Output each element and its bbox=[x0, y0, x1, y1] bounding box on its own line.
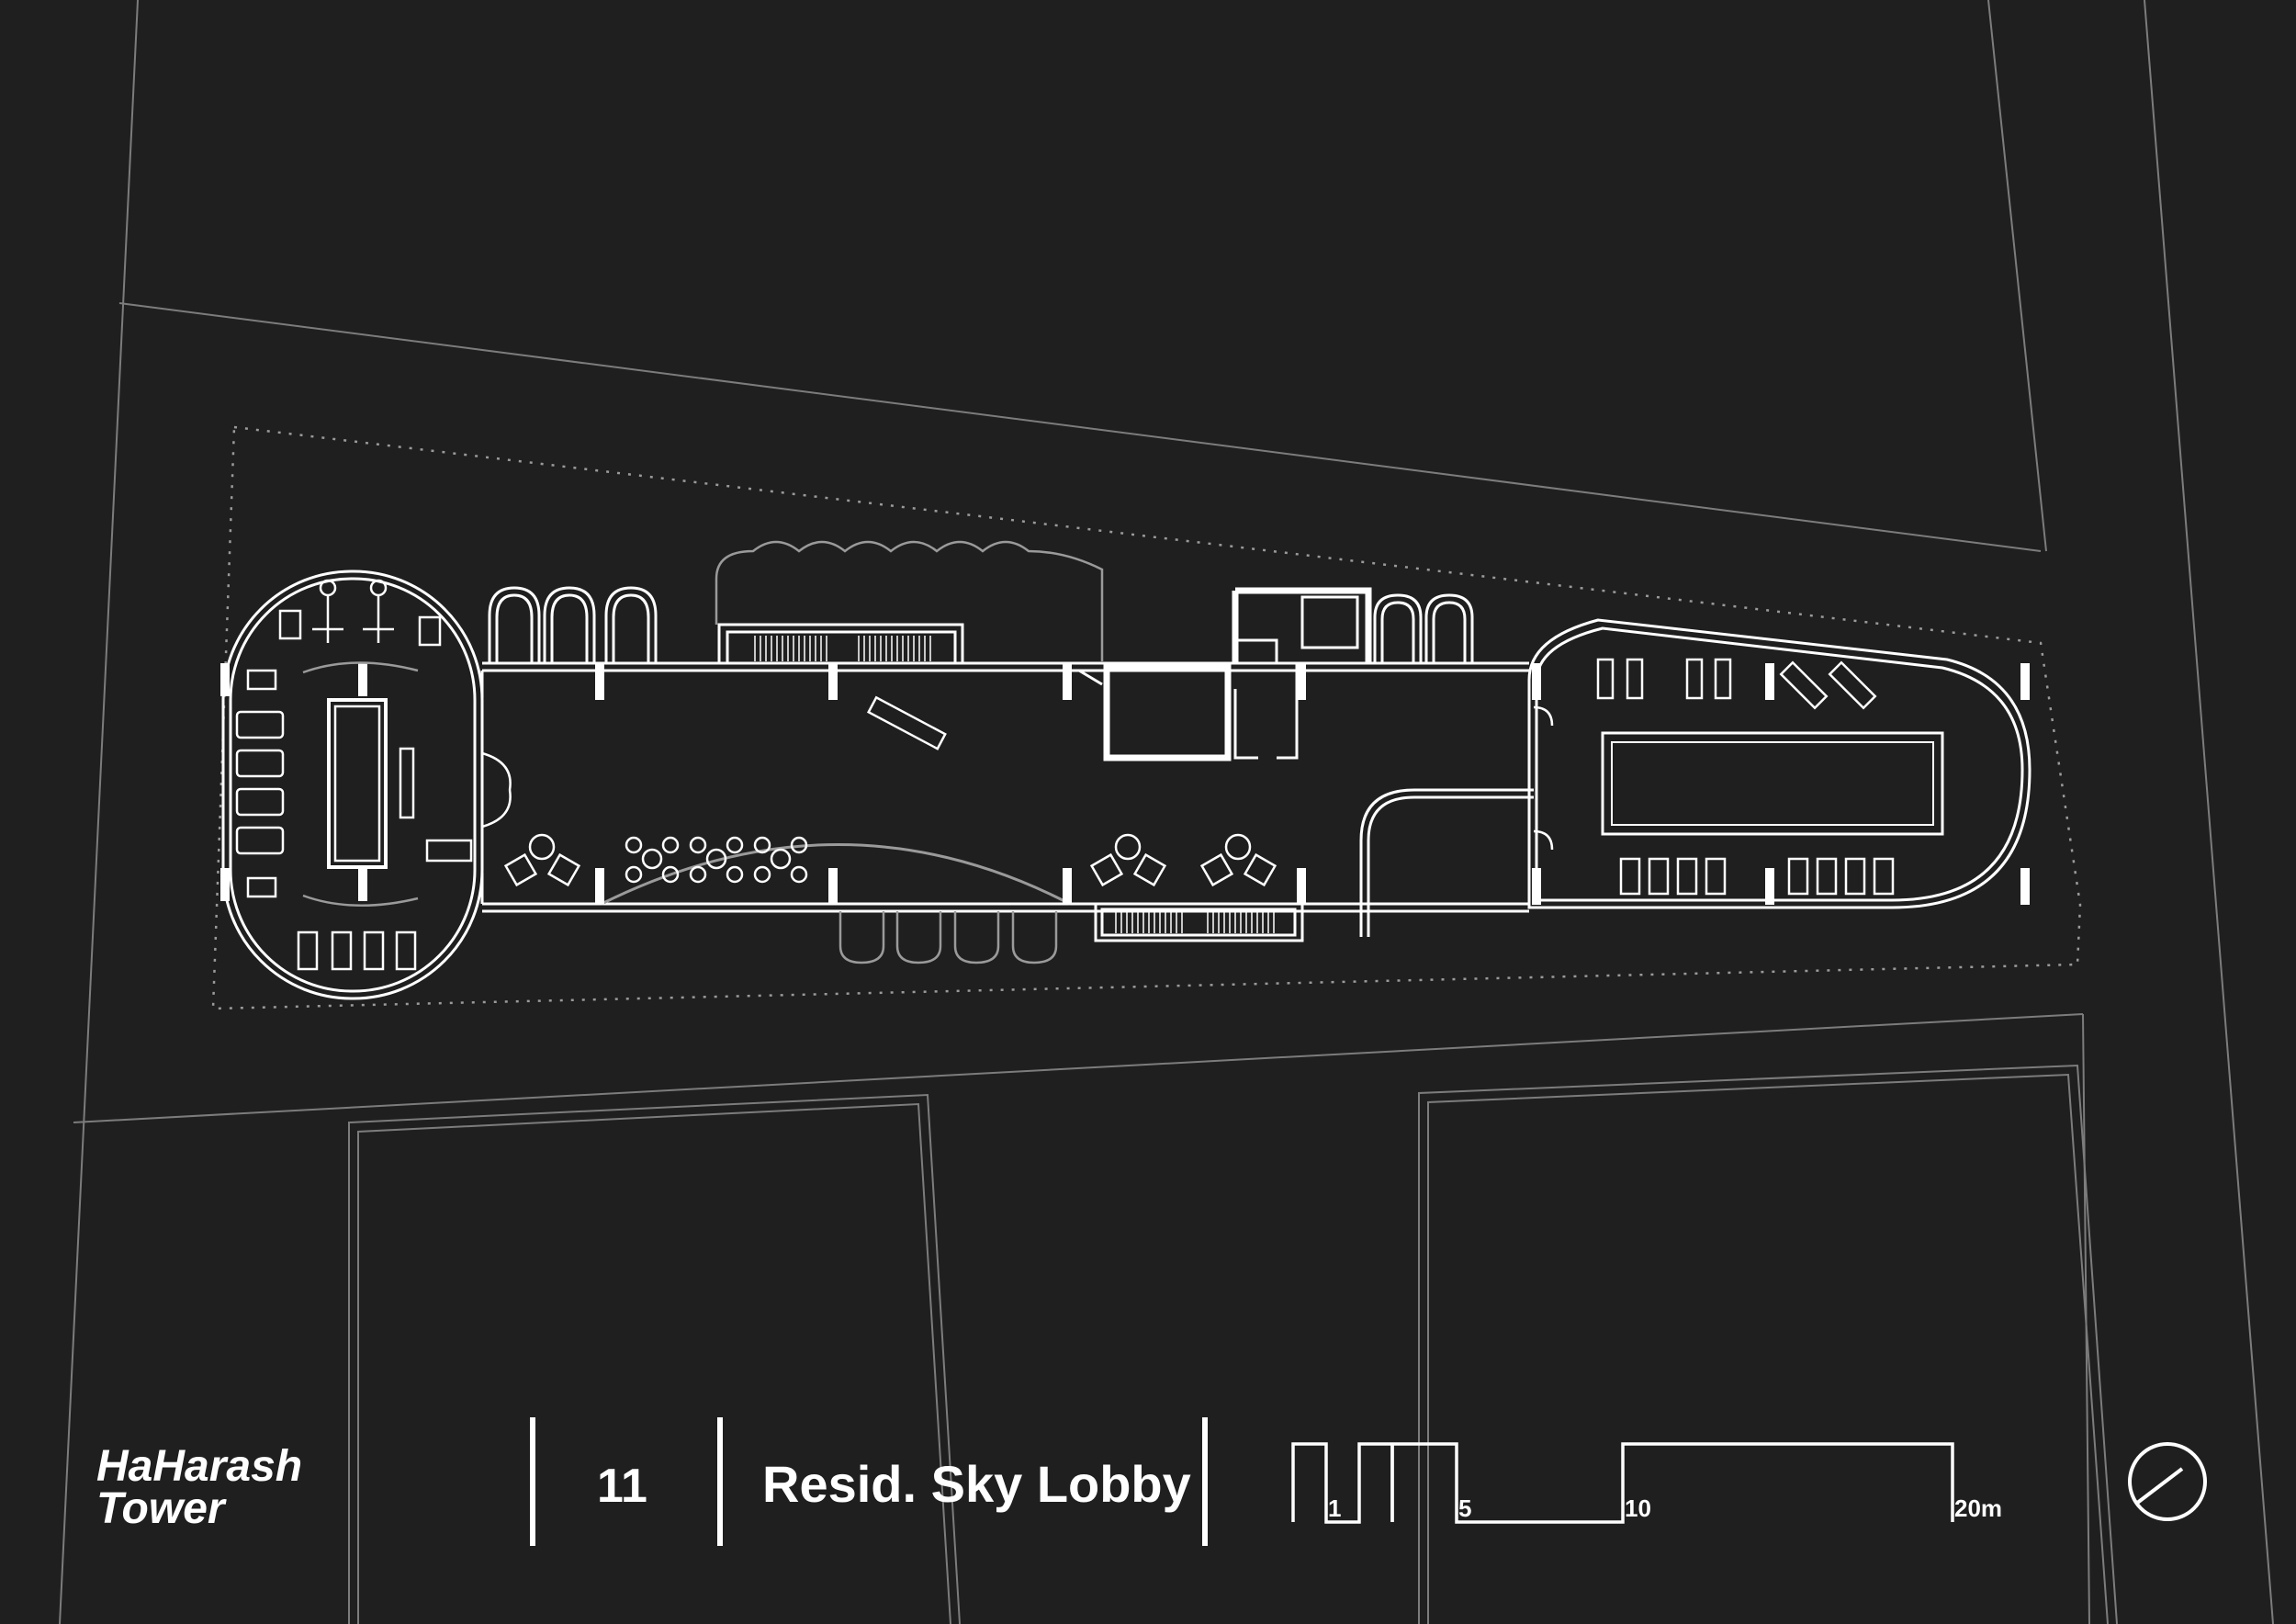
planters-south bbox=[838, 911, 1058, 964]
project-name-line2: Tower bbox=[96, 1484, 227, 1533]
pool bbox=[1601, 731, 1944, 836]
pool-terrace bbox=[1527, 618, 2032, 909]
divider-2 bbox=[717, 1417, 723, 1546]
sun-loungers bbox=[1533, 658, 1895, 896]
lobby-furniture bbox=[481, 695, 1277, 887]
slab-outline bbox=[211, 425, 2082, 1010]
scale-label-1: 1 bbox=[1328, 1494, 1341, 1522]
gym-core-block bbox=[327, 698, 388, 869]
scale-label-5: 5 bbox=[1458, 1494, 1471, 1522]
scale-label-10: 10 bbox=[1625, 1494, 1651, 1522]
scale-label-20m: 20m bbox=[1954, 1494, 2002, 1522]
building-walls bbox=[221, 570, 2032, 1000]
gym-pod bbox=[221, 570, 484, 1000]
project-name-line1: HaHarash bbox=[96, 1442, 302, 1491]
stair-south bbox=[1094, 902, 1304, 942]
gym-interior bbox=[235, 579, 473, 971]
divider-3 bbox=[1202, 1417, 1208, 1546]
north-arrow-icon bbox=[2128, 1442, 2207, 1521]
divider-1 bbox=[530, 1417, 535, 1546]
floor-number: 11 bbox=[597, 1460, 647, 1513]
floor-name: Resid. Sky Lobby bbox=[762, 1455, 1191, 1513]
tree-canopy bbox=[715, 540, 1104, 661]
columns bbox=[220, 663, 2030, 905]
swimming-pool bbox=[1601, 731, 1944, 836]
site-context bbox=[59, 0, 2274, 1624]
scale-bar: 1 5 10 20m bbox=[1291, 1442, 2002, 1524]
scale-bar-line bbox=[1291, 1442, 1954, 1524]
curved-lobby-wall bbox=[1359, 788, 1534, 937]
service-core bbox=[1103, 662, 1232, 761]
stair-treads bbox=[754, 636, 1275, 933]
planters-north bbox=[488, 586, 1474, 663]
title-block: HaHarash Tower 11 Resid. Sky Lobby bbox=[96, 1417, 1208, 1546]
